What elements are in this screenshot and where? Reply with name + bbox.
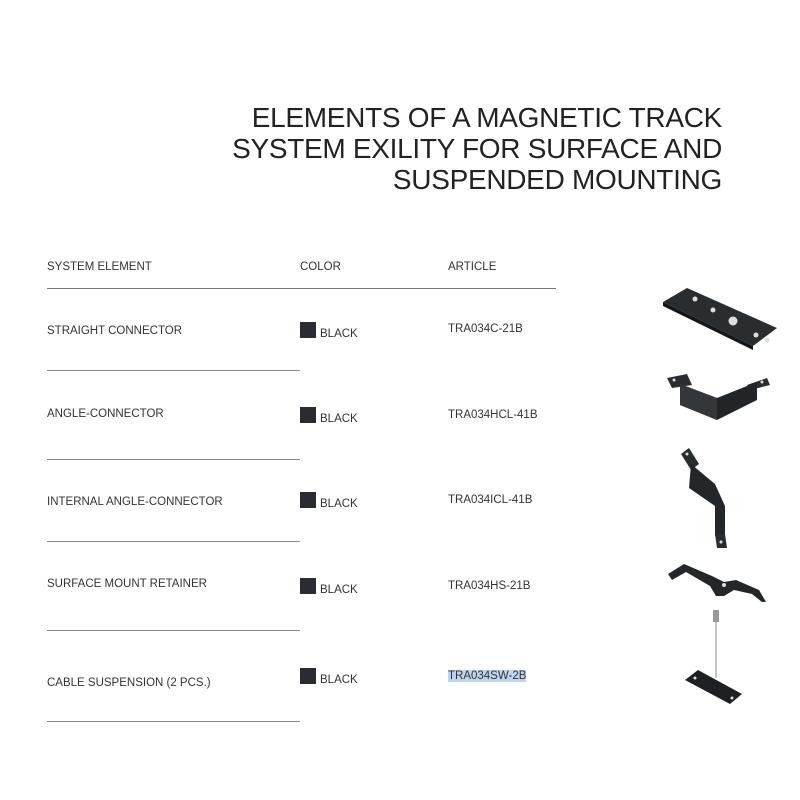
article-number-selected[interactable]: TRA034SW-2B bbox=[448, 670, 527, 682]
color-label: BLACK bbox=[320, 328, 358, 340]
color-swatch bbox=[300, 322, 316, 338]
title-line: ELEMENTS OF A MAGNETIC TRACK bbox=[251, 102, 723, 133]
element-name: CABLE SUSPENSION (2 PCS.) bbox=[47, 677, 211, 689]
header-divider bbox=[47, 288, 556, 289]
element-name: STRAIGHT CONNECTOR bbox=[47, 325, 183, 337]
element-name: INTERNAL ANGLE-CONNECTOR bbox=[47, 496, 223, 508]
row-divider bbox=[47, 721, 300, 722]
color-swatch bbox=[300, 407, 316, 423]
cable-suspension-image bbox=[685, 610, 742, 704]
color-swatch bbox=[300, 578, 316, 594]
row-divider bbox=[47, 459, 300, 460]
color-label: BLACK bbox=[320, 498, 358, 510]
title-line: SUSPENDED MOUNTING bbox=[392, 164, 722, 195]
surface-mount-retainer-image bbox=[668, 564, 766, 602]
header-color: COLOR bbox=[300, 261, 341, 273]
article-number: TRA034HCL-41B bbox=[448, 409, 538, 421]
color-swatch bbox=[300, 492, 316, 508]
internal-angle-connector-image bbox=[681, 448, 727, 548]
element-name: SURFACE MOUNT RETAINER bbox=[47, 578, 207, 590]
row-divider bbox=[47, 630, 300, 631]
color-label: BLACK bbox=[320, 413, 358, 425]
row-divider bbox=[47, 541, 300, 542]
header-system-element: SYSTEM ELEMENT bbox=[47, 261, 152, 273]
element-name: ANGLE-CONNECTOR bbox=[47, 408, 164, 420]
color-swatch bbox=[300, 668, 316, 684]
page-title: ELEMENTS OF A MAGNETIC TRACK SYSTEM EXIL… bbox=[232, 102, 722, 195]
color-label: BLACK bbox=[320, 584, 358, 596]
angle-connector-image bbox=[667, 374, 770, 420]
header-article: ARTICLE bbox=[448, 261, 497, 273]
article-number: TRA034C-21B bbox=[448, 323, 523, 335]
color-label: BLACK bbox=[320, 674, 358, 686]
title-line: SYSTEM EXILITY FOR SURFACE AND bbox=[232, 133, 722, 164]
row-divider bbox=[47, 370, 300, 371]
article-number: TRA034HS-21B bbox=[448, 580, 531, 592]
straight-connector-image bbox=[663, 288, 777, 350]
article-number: TRA034ICL-41B bbox=[448, 494, 533, 506]
